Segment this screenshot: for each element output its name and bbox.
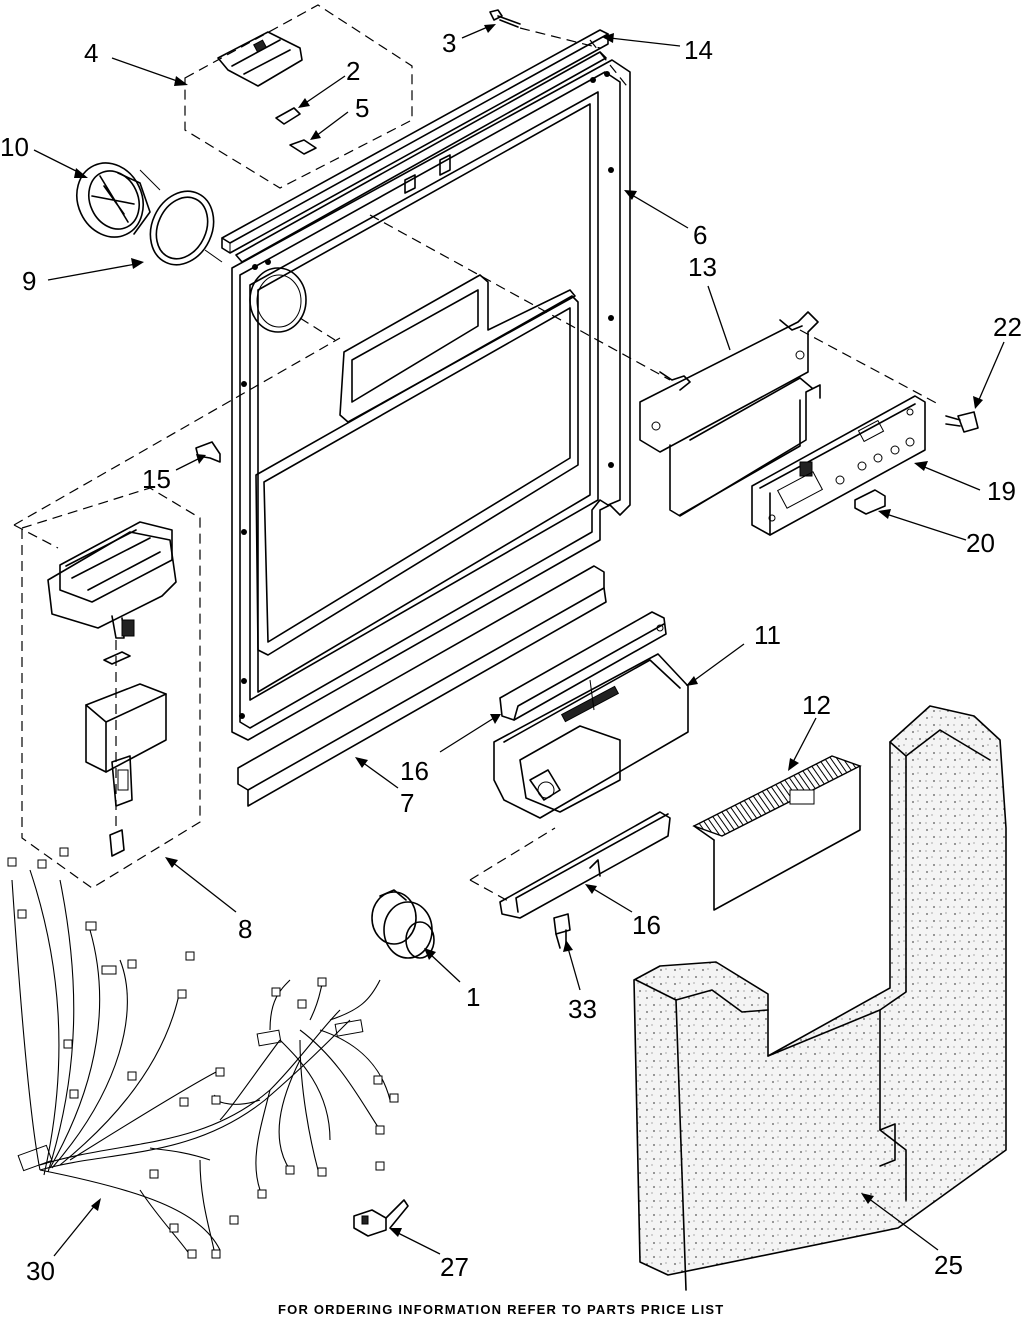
callout-3: 3 [442, 28, 456, 58]
callout-6: 6 [693, 220, 707, 250]
switch-bracket-assembly [184, 4, 413, 189]
callout-33: 33 [568, 994, 597, 1024]
callout-16a: 16 [400, 756, 429, 786]
callout-15: 15 [142, 464, 171, 494]
callout-14: 14 [684, 35, 713, 65]
footer-ordering-note: FOR ORDERING INFORMATION REFER TO PARTS … [278, 1302, 724, 1317]
callout-labels: 3 14 4 2 5 10 9 6 13 22 19 20 15 11 12 1… [0, 28, 1022, 1286]
callout-27: 27 [440, 1252, 469, 1282]
dispenser-module [493, 653, 689, 819]
trim-upper [499, 611, 667, 721]
control-bracket [639, 311, 821, 517]
callout-8: 8 [238, 914, 252, 944]
callout-19: 19 [987, 476, 1016, 506]
callout-20: 22 [993, 312, 1022, 342]
callout-9: 9 [22, 266, 36, 296]
callout-22: 20 [966, 528, 995, 558]
callout-16b: 16 [632, 910, 661, 940]
assembly-guide-lines [13, 39, 941, 903]
wire-harness [7, 847, 399, 1259]
callout-11: 11 [754, 620, 781, 650]
leader-lines [33, 24, 1005, 1257]
bottom-channel [237, 565, 607, 807]
terminal-27 [353, 1199, 409, 1237]
latch-assembly [21, 487, 201, 889]
trim-lower [499, 811, 671, 919]
vent-cap [76, 162, 151, 238]
connector-22 [854, 489, 886, 515]
callout-7: 7 [400, 788, 414, 818]
vent-gasket [139, 169, 223, 266]
callout-5: 5 [355, 93, 369, 123]
screw-3 [489, 9, 601, 49]
callout-1: 1 [466, 982, 480, 1012]
callout-2: 2 [346, 56, 360, 86]
control-board [751, 395, 926, 536]
callout-30: 30 [26, 1256, 55, 1286]
top-channel [221, 29, 609, 254]
screw-20 [945, 411, 979, 433]
callout-25: 25 [934, 1250, 963, 1280]
callout-12: 12 [802, 690, 831, 720]
inner-door-panel [231, 51, 631, 741]
callout-10: 10 [0, 132, 29, 162]
foam-insulation [633, 705, 1007, 1291]
insulation-strip [692, 755, 862, 911]
knob-1 [371, 889, 435, 959]
callout-4: 4 [84, 38, 98, 68]
callout-13: 13 [688, 252, 717, 282]
